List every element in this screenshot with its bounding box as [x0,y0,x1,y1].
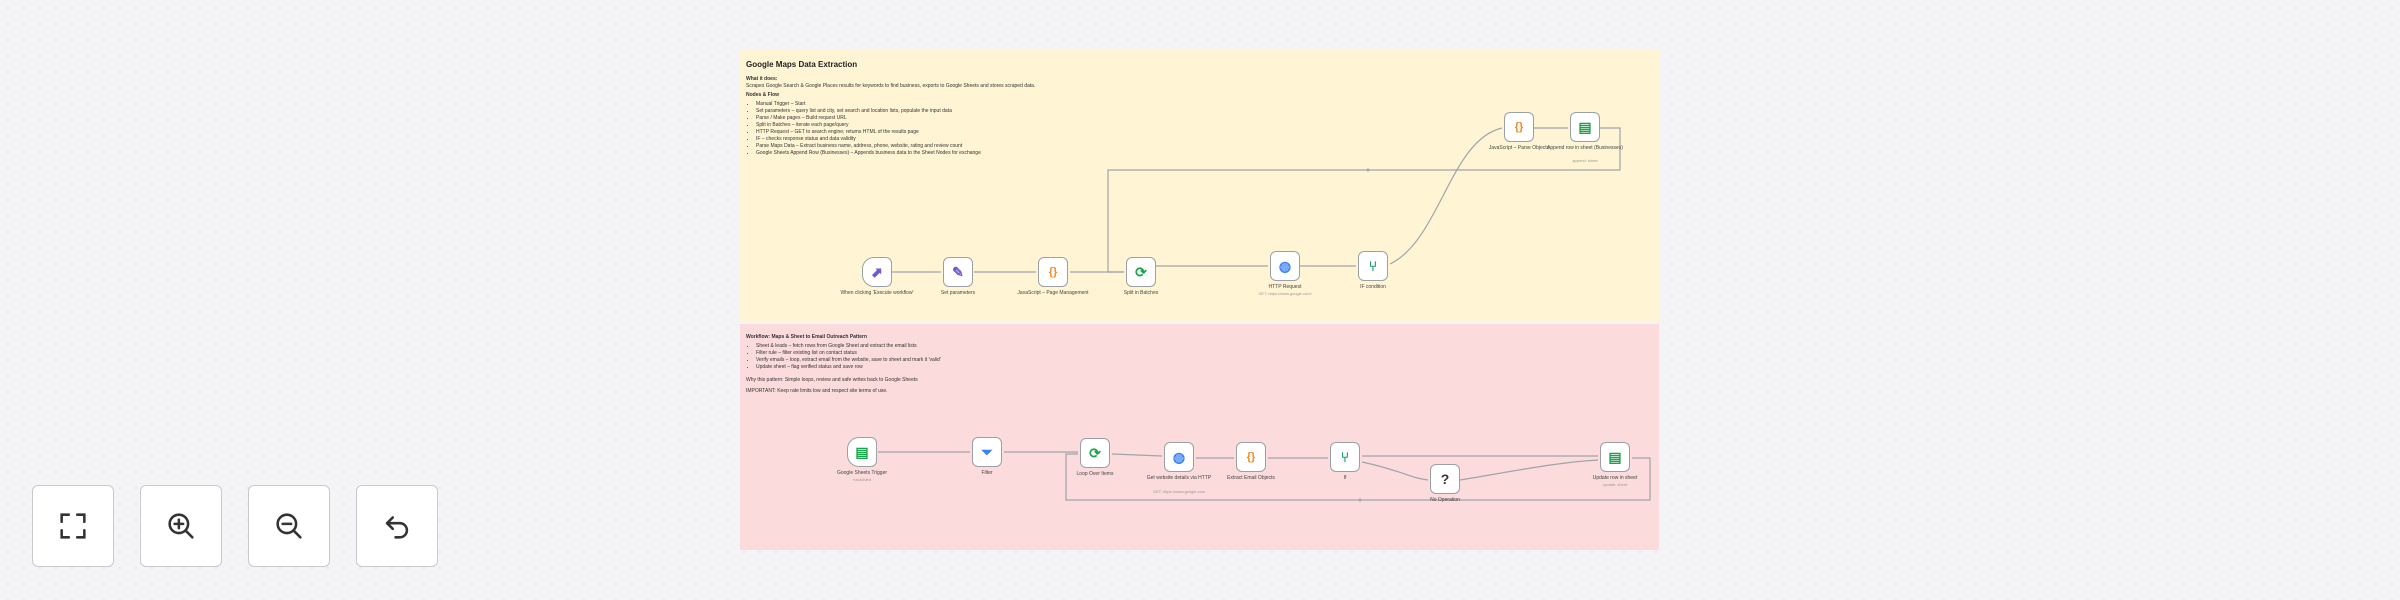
braces-icon: {} [1514,121,1524,133]
undo-button[interactable] [356,485,438,567]
loop-icon: ⟳ [1135,264,1147,280]
sheets-trigger-node[interactable]: ▤ [847,437,877,467]
js-page-management-node[interactable]: {} [1038,257,1068,287]
append-sheet-node[interactable]: ▤ [1570,112,1600,142]
connection [1389,127,1503,265]
fit-view-button[interactable] [32,485,114,567]
zoom-in-icon [168,513,194,539]
list-item: Parse Maps Data – Extract business name,… [756,143,1653,150]
globe-icon: ◍ [1172,449,1186,465]
node-sublabel: GET: https://www.google.com [1152,489,1206,494]
zoom-out-button[interactable] [248,485,330,567]
pencil-icon: ✎ [952,264,964,280]
loop-over-items-node[interactable]: ⟳ [1080,438,1110,468]
connection-dot [1358,498,1362,502]
node-sublabel: update: sheet [1602,482,1628,487]
if-node[interactable]: ⑂ [1330,442,1360,472]
get-website-node[interactable]: ◍ [1164,442,1194,472]
globe-icon: ◍ [1278,258,1292,274]
node-label: Append row in sheet (Businesses) [1547,145,1623,151]
list-item: HTTP Request – GET to search engine; ret… [756,129,1653,136]
filter-node[interactable]: ⏷ [972,437,1002,467]
node-label: JavaScript – Page Management [1017,290,1089,296]
node-label: Google Sheets Trigger [836,470,888,476]
if-node[interactable]: ⑂ [1358,251,1388,281]
zoom-out-icon [276,513,302,539]
question-icon: ? [1440,471,1450,487]
list-item: Sheet & leads – fetch rows from Google S… [756,343,1653,350]
list-item: IF – checks response status and data val… [756,136,1653,143]
node-sublabel: GET: https://www.google.com/ [1258,291,1312,296]
list-item: Set parameters – query list and city, se… [756,108,1653,115]
sheets-icon: ▤ [1578,119,1592,135]
node-sublabel: append: sheet [1572,158,1598,163]
node-label: When clicking 'Execute workflow' [840,290,914,296]
cursor-icon: ⬈ [871,264,883,280]
node-label: If [1343,475,1347,481]
node-label: Filter [981,470,993,476]
sticky-title: Workflow: Maps & Sheet to Email Outreach… [746,334,868,340]
branch-icon: ⑂ [1368,258,1378,274]
connection [1459,459,1599,481]
list-item: Google Sheets Append Row (Businesses) – … [756,150,1653,157]
list-item: Verify emails – loop, extract email from… [756,357,1653,364]
set-parameters-node[interactable]: ✎ [943,257,973,287]
branch-icon: ⑂ [1340,449,1350,465]
node-label: HTTP Request [1268,284,1302,290]
node-label: Update row in sheet [1592,475,1638,481]
connection [1107,127,1621,273]
sticky-intro: Scrapes Google Search & Google Places re… [746,83,1036,89]
node-label: Split in Batches [1123,290,1159,296]
braces-icon: {} [1246,451,1256,463]
sticky-steps-list: Manual Trigger – Start Set parameters – … [746,101,1653,157]
sheets-icon: ▤ [855,444,869,460]
list-item: Filter rule – filter existing list on co… [756,350,1653,357]
sticky-title: Google Maps Data Extraction [746,60,858,69]
connection [1361,461,1429,481]
sticky-note-email-outreach[interactable]: Workflow: Maps & Sheet to Email Outreach… [740,324,1659,550]
filter-icon: ⏷ [981,444,993,460]
undo-icon [385,516,409,539]
js-parse-objects-node[interactable]: {} [1504,112,1534,142]
sticky-note-important: IMPORTANT: Keep rate limits low and resp… [746,388,888,394]
node-sublabel: rowAdded [852,477,871,482]
http-request-node[interactable]: ◍ [1270,251,1300,281]
manual-trigger-node[interactable]: ⬈ [862,257,892,287]
node-label: Set parameters [940,290,976,296]
list-item: Parse / Make pages – Build request URL [756,115,1653,122]
zoom-in-button[interactable] [140,485,222,567]
fullscreen-icon [60,513,86,539]
node-label: IF condition [1360,284,1386,290]
node-label: Extract Email Objects [1227,475,1275,481]
sheets-icon: ▤ [1608,449,1622,465]
sticky-steps-list: Sheet & leads – fetch rows from Google S… [746,343,1653,371]
sticky-steps-heading: Nodes & Flow [746,92,780,98]
node-label: Get website details via HTTP [1146,475,1212,481]
no-operation-node[interactable]: ? [1430,464,1460,494]
list-item: Update sheet – flag verified status and … [756,364,1653,371]
list-item: Split in Batches – iterate each page/que… [756,122,1653,129]
node-label: No Operation [1430,497,1460,503]
sticky-subtitle: What it does: [746,76,778,82]
connection [1065,453,1651,501]
loop-icon: ⟳ [1089,445,1101,461]
split-in-batches-node[interactable]: ⟳ [1126,257,1156,287]
list-item: Manual Trigger – Start [756,101,1653,108]
connection [1111,453,1163,457]
sticky-note-why: Why this pattern: Simple loops, review a… [746,377,918,383]
node-label: JavaScript – Parse Objects [1488,145,1550,151]
connection-dot [1366,168,1370,172]
update-sheet-node[interactable]: ▤ [1600,442,1630,472]
braces-icon: {} [1048,266,1058,278]
sticky-note-maps-extraction[interactable]: Google Maps Data Extraction What it does… [740,50,1659,321]
node-label: Loop Over Items [1076,471,1114,477]
extract-emails-node[interactable]: {} [1236,442,1266,472]
